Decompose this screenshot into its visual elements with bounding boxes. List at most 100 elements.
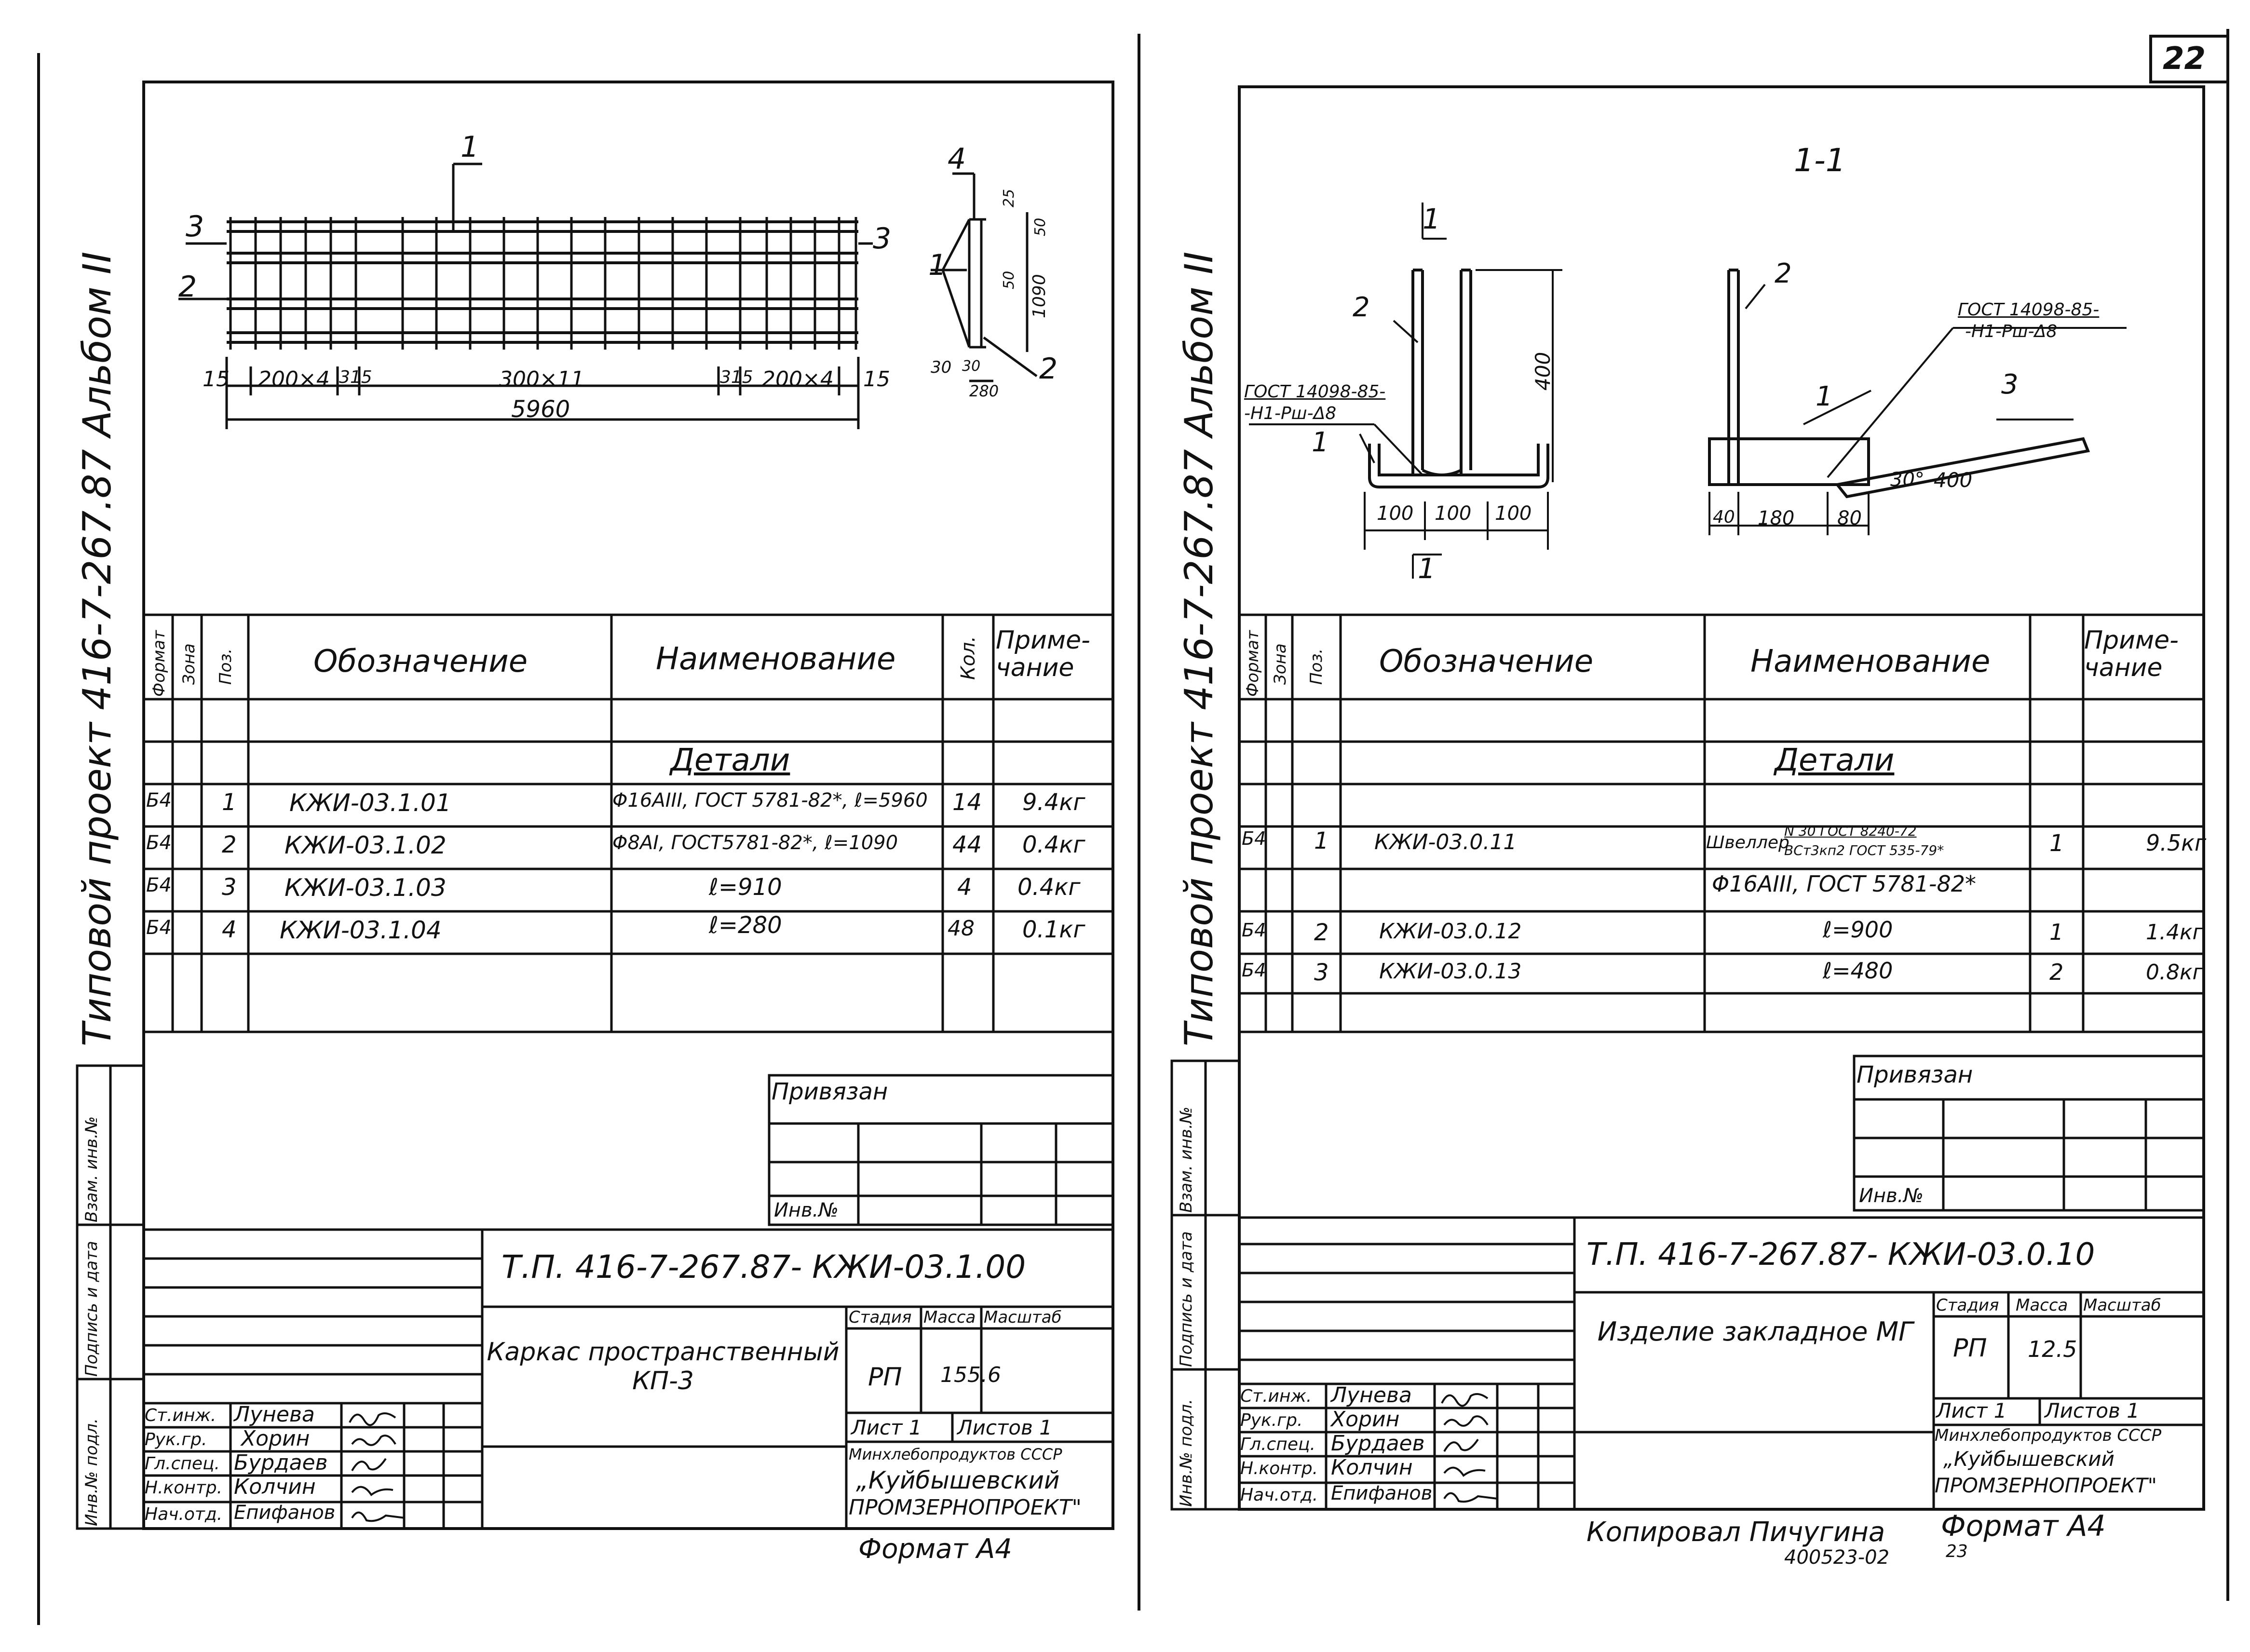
header-zone: Зона (1271, 643, 1290, 685)
mass-value: 155.6 (940, 1363, 1001, 1387)
row3-name: ℓ=910 (709, 874, 782, 901)
side-dim-280: 280 (969, 382, 999, 400)
row2-name: Φ16АIII, ГОСТ 5781-82* (1712, 871, 1977, 897)
row4-format: Б4 (1242, 960, 1266, 981)
header-note: Приме-чание (2084, 626, 2179, 683)
row4-designation: КЖИ-03.1.04 (280, 916, 442, 944)
gost-right-2: -Н1-Рш-Δ8 (1965, 322, 2058, 341)
row1-qty: 1 (2049, 830, 2064, 857)
row1-note: 9.4кг (1022, 789, 1085, 816)
row4-format: Б4 (146, 917, 172, 939)
callout-pos-3-left: 3 (186, 210, 204, 244)
callout-pos-3-right: 3 (873, 222, 892, 256)
callout-pos-2-b: 2 (1775, 258, 1792, 289)
left-binding-label: Привязан (772, 1078, 888, 1105)
row1-name: Швеллер (1706, 833, 1789, 853)
callout-pos-3-b: 3 (2001, 369, 2019, 400)
right-stamp-sign-date: Подпись и дата (1177, 1231, 1196, 1367)
row1-name: Φ16АIII, ГОСТ 5781-82*, ℓ=5960 (612, 789, 928, 812)
row1-qty: 14 (952, 789, 982, 816)
person-name-5: Епифанов (1331, 1482, 1433, 1504)
header-designation: Обозначение (313, 644, 528, 679)
org-line-1: Минхлебопродуктов СССР (1935, 1426, 2162, 1445)
doc-code: Т.П. 416-7-267.87- КЖИ-03.0.10 (1586, 1237, 2095, 1273)
callout-pos-2-left: 2 (178, 270, 197, 304)
row3-qty: 4 (957, 874, 972, 901)
dim-315-left: 315 (339, 367, 372, 387)
right-binding-label: Привязан (1857, 1061, 1973, 1088)
scale-header: Масштаб (2083, 1296, 2161, 1315)
right-side-label: Типовой проект 416-7-267.87 Альбом II (1177, 251, 1221, 1046)
person-name-3: Бурдаев (1331, 1431, 1425, 1456)
person-role-2: Рук.гр. (145, 1430, 207, 1449)
left-stamp-sign-date: Подпись и дата (82, 1241, 101, 1377)
row4-note: 0.1кг (1022, 916, 1085, 943)
sheet-count: Листов 1 (957, 1416, 1052, 1439)
side-dim-1090: 1090 (1030, 274, 1049, 318)
section-details: Детали (1775, 743, 1895, 778)
dim-315-right: 315 (720, 367, 753, 387)
side-dim-30b: 30 (962, 358, 981, 375)
doc-name: Изделие закладное МГ (1597, 1316, 1913, 1347)
org-line-3: ПРОМЗЕРНОПРОЕКТ" (849, 1495, 1082, 1520)
row1-note: 9.5кг (2146, 830, 2207, 856)
signature-5 (1443, 1492, 1498, 1503)
dim-right-40: 40 (1713, 507, 1735, 527)
row2-qty: 44 (952, 831, 982, 858)
callout-pos-1-side: 1 (928, 248, 947, 282)
row3-designation: КЖИ-03.0.12 (1379, 919, 1522, 944)
header-pos: Поз. (1307, 648, 1326, 685)
dim-left-100-c: 100 (1495, 502, 1532, 525)
row4-pos: 3 (1314, 959, 1329, 986)
section-details: Детали (670, 743, 790, 778)
callout-pos-1: 1 (461, 130, 479, 164)
side-dim-50: 50 (1032, 217, 1049, 236)
header-format: Формат (1243, 630, 1262, 697)
mass-value: 12.5 (2028, 1336, 2077, 1362)
row4-name: ℓ=480 (1823, 958, 1893, 984)
person-name-3: Бурдаев (234, 1450, 328, 1475)
copied-by: Копировал Пичугина (1586, 1517, 1885, 1548)
row4-note: 0.8кг (2146, 960, 2204, 985)
mass-header: Масса (923, 1308, 976, 1327)
dim-200x4-left: 200×4 (258, 367, 330, 392)
row1-pos: 1 (222, 789, 237, 816)
header-format: Формат (149, 630, 169, 697)
person-role-1: Ст.инж. (145, 1406, 217, 1425)
header-qty: Кол. (957, 636, 979, 680)
dim-15-right: 15 (863, 367, 890, 392)
cut-mark-top: 1 (1423, 203, 1440, 235)
row1-format: Б4 (146, 789, 172, 812)
row3-note: 0.4кг (1017, 874, 1081, 901)
mass-header: Масса (2016, 1296, 2068, 1315)
row4-designation: КЖИ-03.0.13 (1379, 959, 1522, 984)
row3-note: 1.4кг (2146, 920, 2204, 945)
signature-2 (351, 1435, 396, 1446)
dim-angle: 30° (1890, 469, 1925, 491)
row3-name: ℓ=900 (1823, 917, 1893, 943)
row2-note: 0.4кг (1022, 831, 1085, 858)
left-side-label: Типовой проект 416-7-267.87 Альбом II (75, 251, 120, 1046)
person-name-2: Хорин (1331, 1407, 1400, 1432)
row1-format: Б4 (1242, 828, 1266, 849)
doc-code: Т.П. 416-7-267.87- КЖИ-03.1.00 (502, 1248, 1026, 1286)
left-stamp-inv-orig: Инв.№ подл. (82, 1418, 101, 1526)
signature-1 (349, 1412, 396, 1426)
scale-header: Масштаб (984, 1308, 1062, 1327)
right-format-label: Формат А4 (1941, 1509, 2106, 1543)
person-role-4: Н.контр. (145, 1478, 223, 1498)
row2-designation: КЖИ-03.1.02 (285, 831, 447, 859)
stage-header: Стадия (1936, 1296, 1999, 1315)
person-role-5: Нач.отд. (145, 1504, 223, 1524)
gost-right-1: ГОСТ 14098-85- (1958, 300, 2100, 320)
row3-format: Б4 (146, 874, 172, 896)
row3-designation: КЖИ-03.1.03 (285, 874, 447, 902)
header-note: Приме-чание (996, 626, 1090, 683)
org-line-3: ПРОМЗЕРНОПРОЕКТ" (1935, 1474, 2157, 1497)
callout-pos-1-a: 1 (1312, 427, 1329, 458)
dim-right-180: 180 (1758, 507, 1795, 529)
row3-format: Б4 (1242, 920, 1266, 941)
signature-3 (351, 1458, 387, 1472)
row1-designation: КЖИ-03.1.01 (289, 789, 451, 817)
